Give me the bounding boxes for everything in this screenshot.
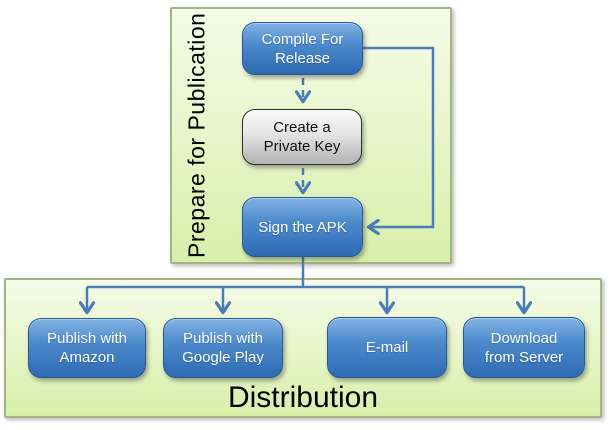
node-publish-with-amazon: Publish with Amazon <box>28 318 146 378</box>
node-sign-the-apk: Sign the APK <box>242 197 363 257</box>
node-label-line: Amazon <box>59 349 115 366</box>
node-label-line: Sign the APK <box>258 218 347 236</box>
node-label-line: E-mail <box>365 339 409 356</box>
node-compile-for-release: Compile For Release <box>242 22 363 75</box>
node-label-line: Publish with <box>182 330 264 347</box>
node-email: E-mail <box>327 317 447 378</box>
node-label-line: Create a <box>273 119 331 136</box>
distribution-group-title: Distribution <box>227 381 379 414</box>
node-label-line: Publish with <box>46 330 128 347</box>
node-label-line: from Server <box>484 348 564 366</box>
node-download-from-server: Download from Server <box>463 317 585 378</box>
node-label-line: Release <box>274 49 331 67</box>
node-publish-with-google-play: Publish with Google Play <box>163 318 283 378</box>
node-label-line: Google Play <box>182 349 264 366</box>
node-label-line: Compile For <box>261 30 344 48</box>
node-create-a-private-key: Create a Private Key <box>242 109 362 165</box>
node-label-line: Download <box>490 329 558 347</box>
node-label-line: Private Key <box>263 138 341 155</box>
prepare-group-title: Prepare for Publication <box>183 12 210 259</box>
